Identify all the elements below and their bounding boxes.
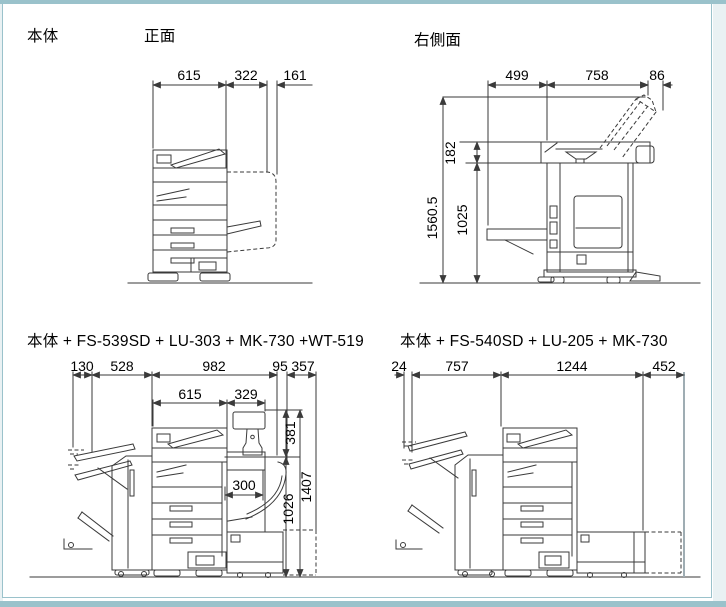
dim-side-scanner-height: 182	[442, 141, 458, 165]
dim-cfgl-wt-top-height: 1407	[298, 471, 314, 502]
dim-side-body-depth: 758	[585, 67, 609, 83]
front-view-dimensions: 615 322 161	[152, 67, 313, 175]
dim-cfgl-lu-width: 329	[234, 386, 258, 402]
page-frame-bottom	[0, 601, 726, 607]
dim-cfgr-finisher-width: 757	[445, 358, 469, 374]
dim-cfgl-lu-height: 1026	[280, 493, 296, 524]
config-left-dimensions: 130 528 982 95 357 615 329 381 1026 1407	[70, 358, 317, 578]
config-right-dimensions: 24 757 1244 452	[391, 358, 685, 577]
config-right-title: 本体 + FS-540SD + LU-205 + MK-730	[400, 333, 668, 350]
main-unit-label: 本体	[27, 28, 59, 45]
dim-cfgl-body-width: 615	[178, 386, 202, 402]
dim-cfgl-finisher-width: 528	[110, 358, 134, 374]
dim-cfgl-tray-tip: 130	[70, 358, 94, 374]
config-right-drawing	[395, 427, 682, 578]
page-frame-top	[0, 0, 726, 4]
dim-cfgr-tray-tip: 24	[391, 358, 407, 374]
page-frame-left	[0, 4, 3, 601]
dim-cfgl-gap: 95	[272, 358, 288, 374]
dim-cfgl-banner-width: 357	[291, 358, 315, 374]
dim-side-tray-depth: 499	[505, 67, 529, 83]
right-side-view-title: 右側面	[414, 32, 462, 49]
side-view-dimensions: 499 758 86 1560.5 182 1025	[424, 67, 673, 284]
front-view-drawing	[127, 148, 313, 284]
dim-cfgr-group-width: 1244	[556, 358, 587, 374]
dim-side-adf-overhang: 86	[649, 67, 665, 83]
dim-cfgl-lu-tray-width: 300	[232, 477, 256, 493]
side-view-drawing	[419, 94, 701, 284]
config-left-title: 本体 + FS-539SD + LU-303 + MK-730 +WT-519	[27, 333, 364, 350]
dim-front-tray-width: 322	[234, 67, 258, 83]
dim-cfgl-group-width: 982	[202, 358, 226, 374]
dim-front-body-width: 615	[177, 67, 201, 83]
dim-cfgr-lu-ext: 452	[652, 358, 676, 374]
dim-front-tray-ext: 161	[283, 67, 307, 83]
dim-cfgl-wt-height: 381	[282, 421, 298, 445]
config-left-drawing	[29, 427, 701, 578]
front-view-title: 正面	[144, 28, 176, 45]
page-frame-right	[713, 4, 726, 601]
dim-side-body-height: 1025	[454, 204, 470, 235]
dim-side-total-height: 1560.5	[424, 196, 440, 239]
